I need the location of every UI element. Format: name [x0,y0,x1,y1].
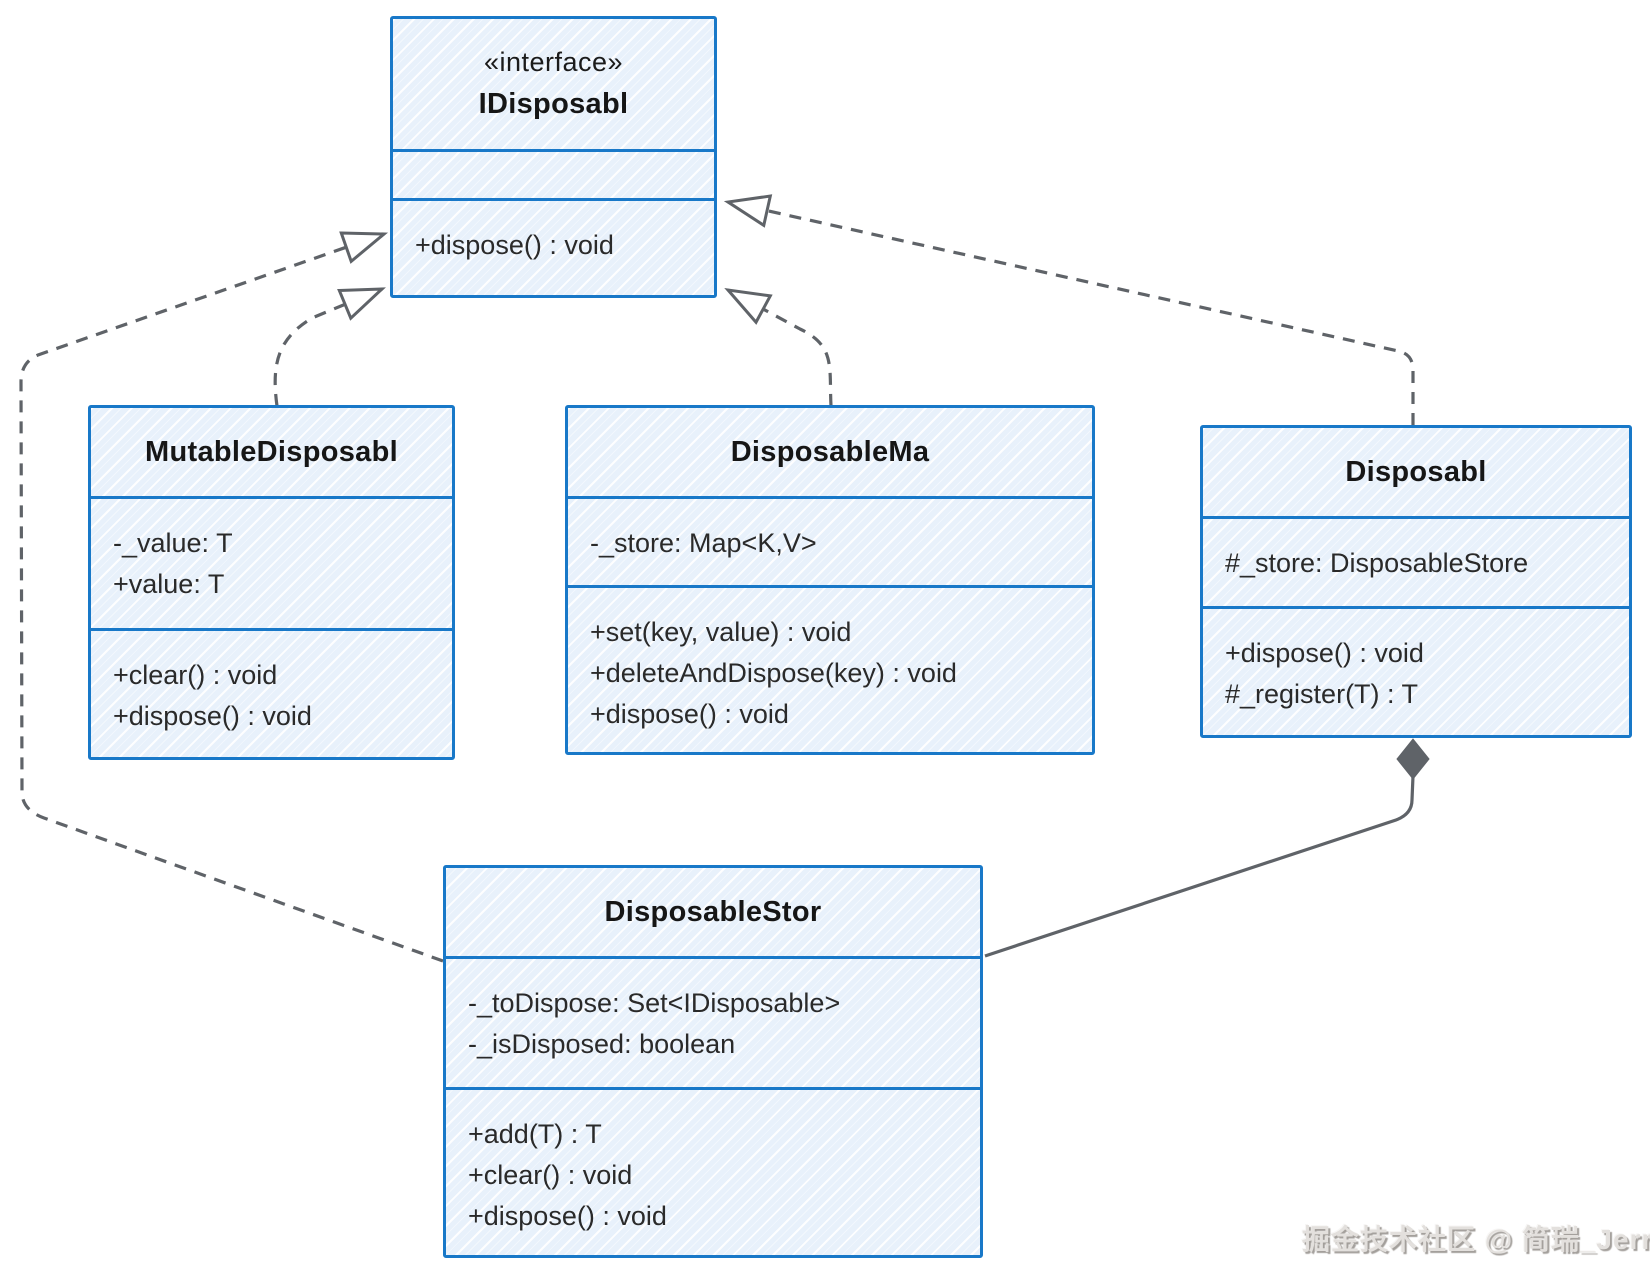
realization-mutabledisposable-to-idisposable [273,287,386,407]
attributes-section: -_value: T +value: T [91,496,452,628]
methods-section: +set(key, value) : void +deleteAndDispos… [568,585,1092,752]
methods-section: +add(T) : T +clear() : void +dispose() :… [446,1087,980,1255]
method-line: +dispose() : void [590,699,789,729]
method-line: +add(T) : T [468,1119,602,1149]
method-line: +clear() : void [468,1160,633,1190]
class-disposable-store: DisposableStor -_toDispose: Set<IDisposa… [443,865,983,1258]
attribute-line: -_toDispose: Set<IDisposable> [468,988,841,1018]
class-name: MutableDisposabl [145,435,398,468]
realization-disposablemap-to-idisposable [724,287,833,407]
method-line: +dispose() : void [113,701,312,731]
composition-disposablestore-to-disposable [984,775,1415,958]
class-title-disposable-store: DisposableStor [446,868,980,956]
class-title-disposable-map: DisposableMa [568,408,1092,496]
class-title-mutable-disposable: MutableDisposabl [91,408,452,496]
class-disposable-map: DisposableMa -_store: Map<K,V> +set(key,… [565,405,1095,755]
methods-section: +clear() : void +dispose() : void [91,628,452,757]
class-mutable-disposable: MutableDisposabl -_value: T +value: T +c… [88,405,455,760]
attributes-section: -_store: Map<K,V> [568,496,1092,585]
method-line: #_register(T) : T [1225,679,1419,709]
composition-diamond [1396,738,1430,780]
method-line: +dispose() : void [415,230,614,260]
attribute-line: -_isDisposed: boolean [468,1029,736,1059]
method-line: +dispose() : void [1225,638,1424,668]
stereotype-label: «interface» [483,47,624,77]
class-name: IDisposabl [478,88,629,120]
attribute-line: #_store: DisposableStore [1225,548,1529,578]
class-idisposable: «interface» IDisposabl +dispose() : void [390,16,717,298]
method-line: +deleteAndDispose(key) : void [590,658,957,688]
class-name: Disposabl [1345,455,1487,488]
attributes-section: #_store: DisposableStore [1203,516,1629,606]
method-line: +set(key, value) : void [590,617,852,647]
attributes-section: -_toDispose: Set<IDisposable> -_isDispos… [446,956,980,1087]
class-disposable: Disposabl #_store: DisposableStore +disp… [1200,425,1632,738]
attribute-line: -_store: Map<K,V> [590,528,817,558]
methods-section: +dispose() : void [393,198,714,295]
realization-disposable-to-idisposable [723,194,1415,425]
class-name: DisposableMa [730,435,930,468]
watermark: 掘金技术社区 @ 简瑞_Jerry [1302,1224,1650,1255]
class-title-idisposable: «interface» IDisposabl [393,19,714,149]
attributes-section [393,149,714,198]
attribute-line: -_value: T [113,528,233,558]
attribute-line: +value: T [113,569,225,599]
method-line: +clear() : void [113,660,278,690]
method-line: +dispose() : void [468,1201,667,1231]
class-name: DisposableStor [604,895,822,928]
class-title-disposable: Disposabl [1203,428,1629,516]
methods-section: +dispose() : void #_register(T) : T [1203,606,1629,735]
